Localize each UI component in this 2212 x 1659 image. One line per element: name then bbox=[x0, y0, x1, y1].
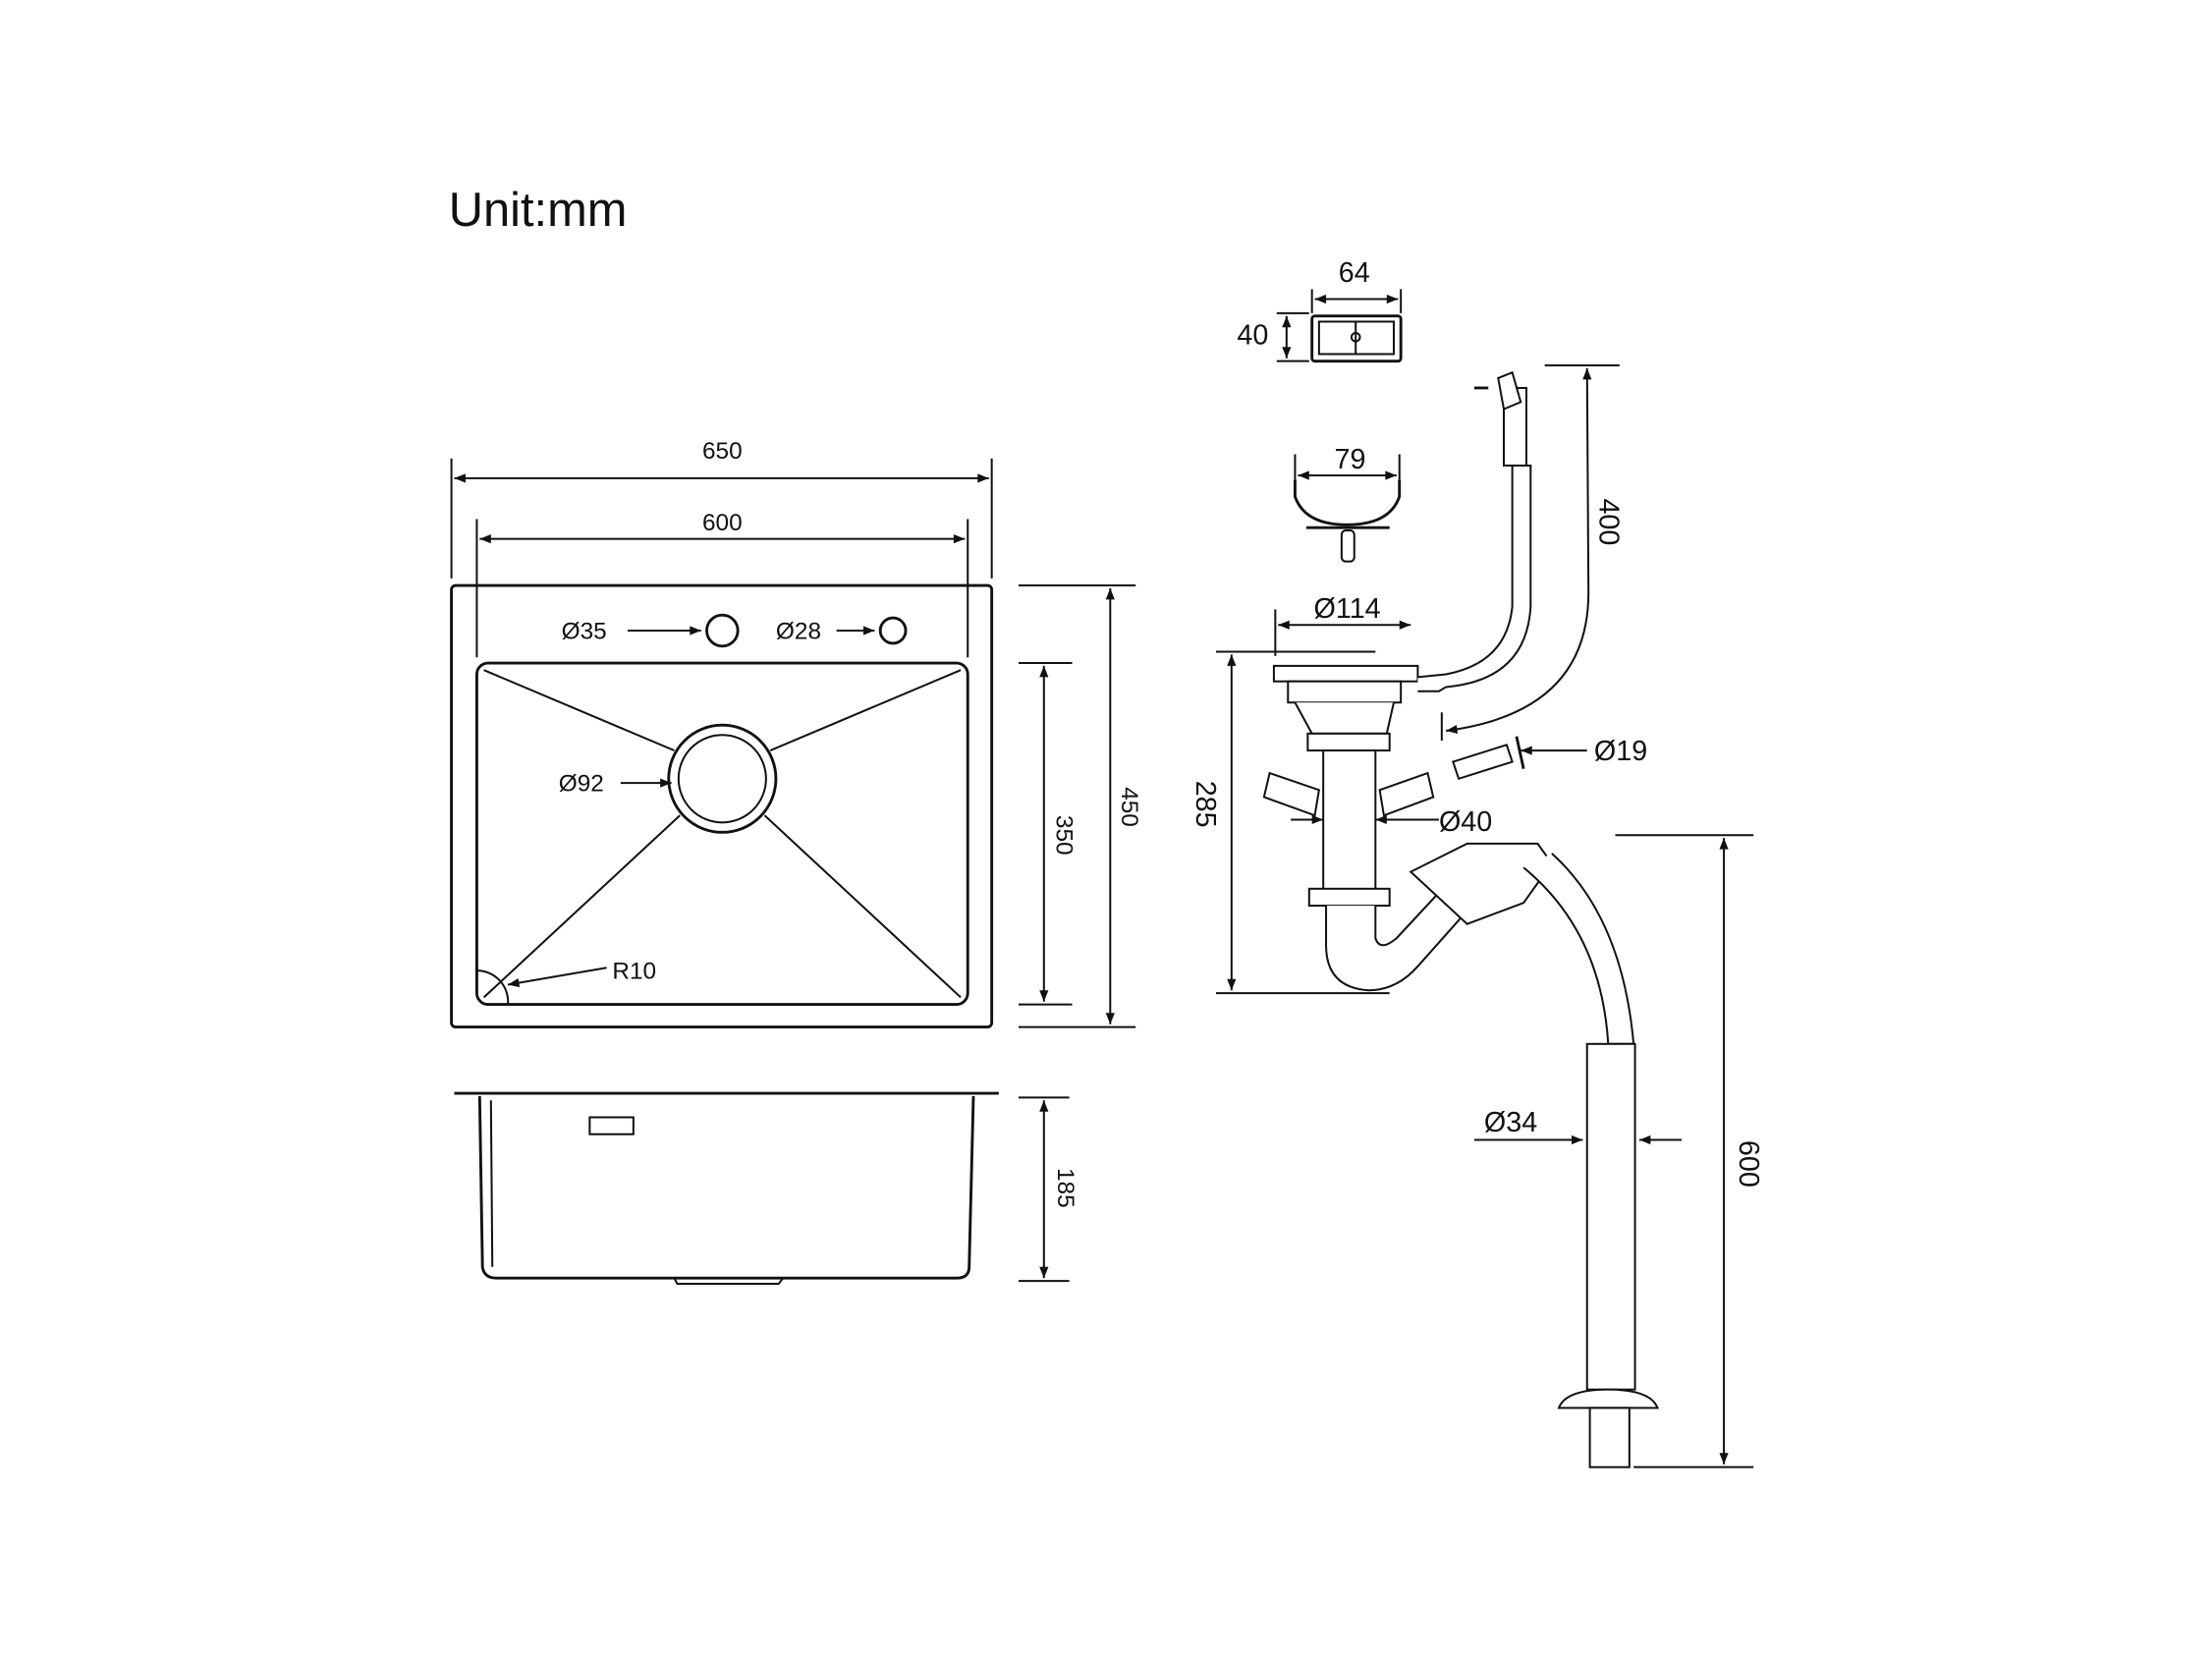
sink-top-view bbox=[450, 583, 994, 1029]
u-trap bbox=[1325, 875, 1476, 992]
hose-connector bbox=[1452, 744, 1514, 781]
overflow-slot bbox=[588, 1116, 635, 1135]
faucet-hole-label: Ø35 bbox=[562, 619, 607, 645]
flange-diameter-label: Ø114 bbox=[1314, 593, 1381, 625]
depth-outer-label: 450 bbox=[1116, 787, 1142, 827]
strainer-basket: 79 bbox=[1294, 444, 1402, 563]
sink-side-view: 185 bbox=[454, 1091, 1078, 1285]
overflow-height-label: 40 bbox=[1237, 319, 1268, 351]
corner-radius-label: R10 bbox=[612, 959, 656, 985]
overflow-width-label: 64 bbox=[1339, 257, 1370, 289]
pipe-diameter-label: Ø40 bbox=[1439, 806, 1492, 838]
unit-label: Unit:mm bbox=[449, 184, 628, 237]
connector-diameter-label: Ø19 bbox=[1594, 736, 1647, 767]
faucet-hole bbox=[705, 613, 740, 648]
overflow-cover: 64 40 bbox=[1237, 257, 1403, 363]
drain-hole bbox=[667, 723, 778, 834]
drain-hose bbox=[1522, 853, 1635, 1045]
hose-length-label: 600 bbox=[1733, 1140, 1764, 1188]
hose-diameter-label: Ø34 bbox=[1484, 1107, 1537, 1138]
side-inlet-right bbox=[1378, 771, 1435, 817]
top-view-dimensions: 650 600 450 350 Ø35 Ø28 Ø92 R10 bbox=[450, 438, 1142, 1028]
drain-hole-label: Ø92 bbox=[559, 771, 604, 798]
width-outer-label: 650 bbox=[702, 438, 743, 465]
overflow-hose bbox=[1417, 464, 1532, 692]
soap-hole bbox=[878, 616, 908, 645]
soap-hole-label: Ø28 bbox=[776, 619, 821, 645]
overflow-hose-length-label: 400 bbox=[1593, 498, 1625, 545]
drain-dimensions: Ø114 400 Ø19 Ø40 285 Ø34 600 bbox=[1189, 363, 1764, 1468]
strainer-diameter-label: 79 bbox=[1334, 444, 1365, 475]
width-inner-label: 600 bbox=[702, 510, 743, 536]
bowl-depth-label: 185 bbox=[1052, 1168, 1078, 1208]
corner-radius-arc bbox=[476, 969, 510, 1005]
depth-inner-label: 350 bbox=[1051, 815, 1078, 856]
drain-height-label: 285 bbox=[1189, 781, 1221, 828]
side-inlet-left bbox=[1262, 771, 1321, 817]
